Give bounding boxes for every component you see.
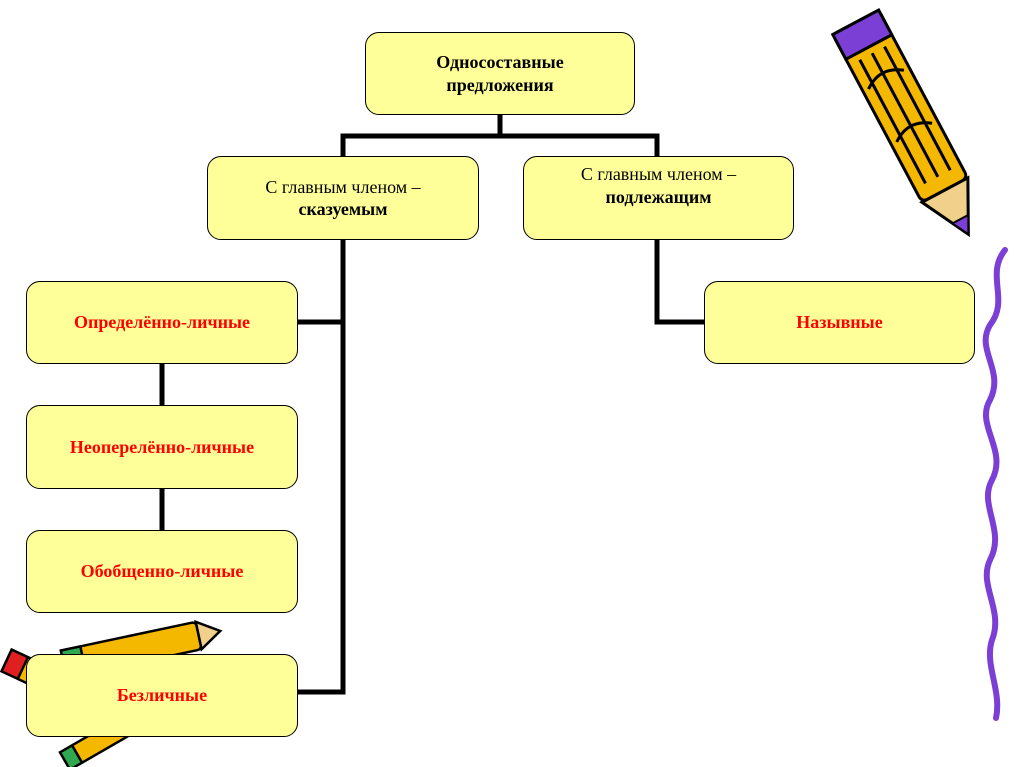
type-definite-personal: Определённо-личные bbox=[26, 281, 298, 364]
type-indefinite-personal: Неоперелённо-личные bbox=[26, 405, 298, 489]
type-nominative-label: Назывные bbox=[796, 312, 883, 333]
predicate-branch-line2: сказуемым bbox=[298, 199, 388, 219]
subject-branch-line1: С главным членом – bbox=[580, 164, 737, 184]
type-impersonal-label: Безличные bbox=[116, 685, 208, 706]
type-nominative: Назывные bbox=[704, 281, 975, 364]
type-definite-personal-label: Определённо-личные bbox=[73, 312, 251, 333]
root-box: Односоставные предложения bbox=[365, 32, 635, 115]
type-generalized-personal: Обобщенно-личные bbox=[26, 530, 298, 613]
type-indefinite-personal-label: Неоперелённо-личные bbox=[69, 436, 255, 457]
subject-branch-box: С главным членом – подлежащим bbox=[523, 156, 794, 240]
root-line2: предложения bbox=[446, 74, 554, 95]
subject-branch-line2: подлежащим bbox=[605, 186, 712, 207]
root-line1: Односоставные bbox=[436, 52, 564, 72]
predicate-branch-line1: С главным членом – bbox=[265, 176, 421, 197]
type-generalized-personal-label: Обобщенно-личные bbox=[80, 561, 244, 582]
type-impersonal: Безличные bbox=[26, 654, 298, 737]
predicate-branch-box: С главным членом – сказуемым bbox=[207, 156, 479, 240]
